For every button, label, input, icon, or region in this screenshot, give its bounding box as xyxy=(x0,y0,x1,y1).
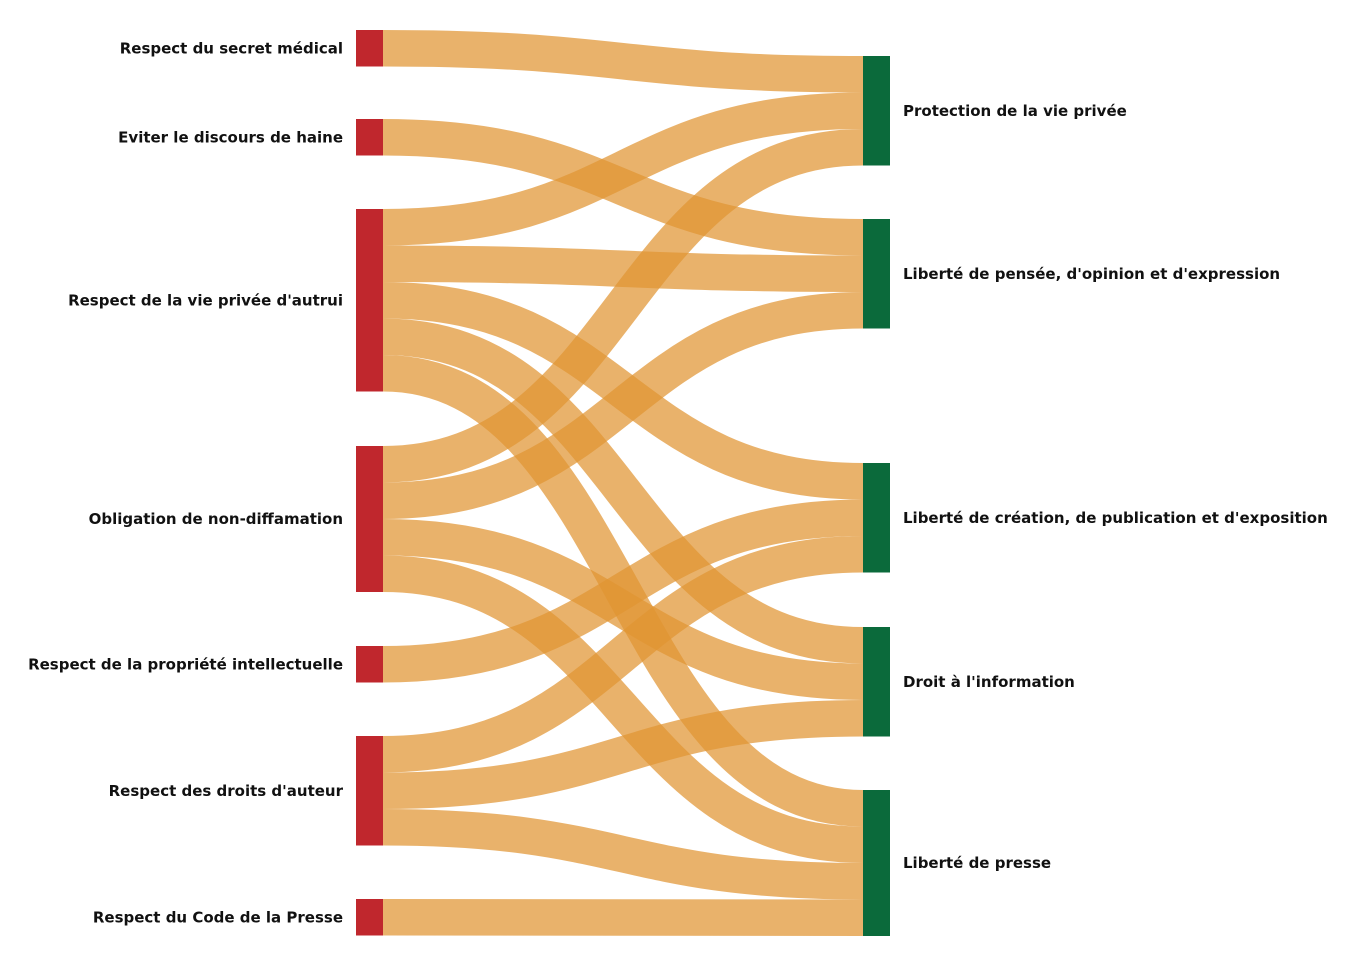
source-node-respect-de-la-propriete-intellectuelle xyxy=(356,646,383,683)
link-obligation-de-non-diffamation-to-protection-de-la-vie-privee xyxy=(382,129,864,483)
source-label-respect-de-la-vie-privee-d-autrui: Respect de la vie privée d'autrui xyxy=(68,291,343,309)
link-respect-des-droits-d-auteur-to-liberte-de-presse xyxy=(382,809,864,900)
target-label-droit-a-l-information: Droit à l'information xyxy=(903,673,1075,691)
link-respect-du-code-de-la-presse-to-liberte-de-presse xyxy=(382,899,864,936)
link-respect-des-droits-d-auteur-to-liberte-de-creation-de-publication-et-d-exposition xyxy=(382,536,864,773)
source-node-eviter-le-discours-de-haine xyxy=(356,119,383,156)
target-label-liberte-de-creation-de-publication-et-d-exposition: Liberté de création, de publication et d… xyxy=(903,509,1328,527)
source-label-respect-des-droits-d-auteur: Respect des droits d'auteur xyxy=(109,782,344,800)
source-node-obligation-de-non-diffamation xyxy=(356,446,383,592)
link-respect-de-la-propriete-intellectuelle-to-liberte-de-creation-de-publication-et-d-exposition xyxy=(382,499,864,683)
target-label-protection-de-la-vie-privee: Protection de la vie privée xyxy=(903,102,1127,120)
target-node-liberte-de-creation-de-publication-et-d-exposition xyxy=(863,463,890,573)
target-node-liberte-de-pensee-d-opinion-et-d-expression xyxy=(863,219,890,329)
link-respect-des-droits-d-auteur-to-droit-a-l-information xyxy=(382,700,864,809)
link-respect-de-la-vie-privee-d-autrui-to-droit-a-l-information xyxy=(382,318,864,664)
sankey-links xyxy=(382,30,864,936)
source-label-respect-du-secret-medical: Respect du secret médical xyxy=(120,39,343,57)
source-node-respect-du-secret-medical xyxy=(356,30,383,67)
target-node-droit-a-l-information xyxy=(863,627,890,737)
source-label-respect-de-la-propriete-intellectuelle: Respect de la propriété intellectuelle xyxy=(28,655,343,673)
source-label-eviter-le-discours-de-haine: Eviter le discours de haine xyxy=(118,128,343,146)
link-obligation-de-non-diffamation-to-liberte-de-pensee-d-opinion-et-d-expression xyxy=(382,292,864,519)
source-node-respect-de-la-vie-privee-d-autrui xyxy=(356,209,383,392)
source-label-obligation-de-non-diffamation: Obligation de non-diffamation xyxy=(89,510,343,528)
source-node-respect-des-droits-d-auteur xyxy=(356,736,383,846)
target-label-liberte-de-presse: Liberté de presse xyxy=(903,854,1051,872)
sankey-nodes xyxy=(356,30,890,936)
link-respect-de-la-vie-privee-d-autrui-to-liberte-de-pensee-d-opinion-et-d-expression xyxy=(382,245,864,292)
target-label-liberte-de-pensee-d-opinion-et-d-expression: Liberté de pensée, d'opinion et d'expres… xyxy=(903,265,1280,283)
link-respect-de-la-vie-privee-d-autrui-to-protection-de-la-vie-privee xyxy=(382,92,864,246)
link-respect-du-secret-medical-to-protection-de-la-vie-privee xyxy=(382,30,864,93)
target-node-liberte-de-presse xyxy=(863,790,890,936)
source-label-respect-du-code-de-la-presse: Respect du Code de la Presse xyxy=(93,908,343,926)
link-obligation-de-non-diffamation-to-liberte-de-presse xyxy=(382,555,864,863)
source-node-respect-du-code-de-la-presse xyxy=(356,899,383,936)
target-node-protection-de-la-vie-privee xyxy=(863,56,890,166)
